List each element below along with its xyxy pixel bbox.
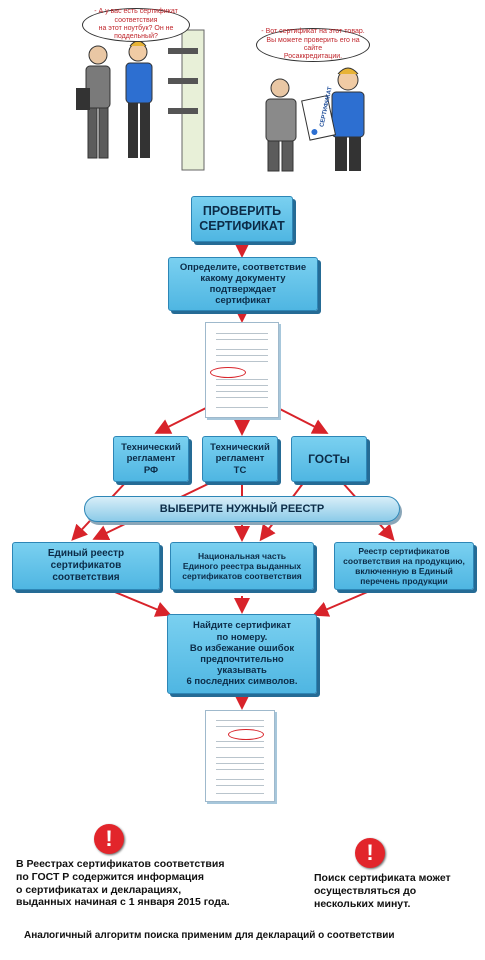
certificate-document-image: [205, 322, 279, 418]
warning-icon: !: [94, 824, 124, 854]
note-search-duration: Поиск сертификата может осуществляться д…: [314, 872, 451, 910]
note-registries-info: В Реестрах сертификатов соответствия по …: [16, 858, 230, 909]
certificate-number-highlight: [228, 729, 264, 740]
shop-scene-left: [76, 29, 205, 171]
warning-icon: !: [355, 838, 385, 868]
arrow-doc-to-gost: [271, 404, 329, 434]
arrow-products-to-find: [312, 589, 373, 617]
category-tr-rf: Технический регламент РФ: [113, 436, 189, 482]
illustration-left: [60, 0, 220, 180]
step-determine-document: Определите, соответствие какому документ…: [168, 257, 318, 311]
category-tr-ts: Технический регламент ТС: [202, 436, 278, 482]
arrow-doc-to-tr-rf: [154, 404, 213, 434]
registry-national: Национальная часть Единого реестра выдан…: [170, 542, 314, 590]
step-check-certificate: ПРОВЕРИТЬ СЕРТИФИКАТ: [191, 196, 293, 242]
certificate-number-highlight: [210, 367, 246, 378]
registry-unified: Единый реестр сертификатов соответствия: [12, 542, 160, 590]
step-find-certificate: Найдите сертификат по номеру. Во избежан…: [167, 614, 317, 694]
arrow-unified-to-find: [109, 589, 172, 617]
category-gost: ГОСТы: [291, 436, 367, 482]
registry-products: Реестр сертификатов соответствия на прод…: [334, 542, 474, 590]
speech-bubble-right: - Вот сертификат на этот товар. Вы может…: [256, 28, 370, 62]
illustration-right: [250, 0, 390, 180]
shop-scene-right: [265, 67, 365, 172]
footer-note: Аналогичный алгоритм поиска применим для…: [24, 930, 395, 941]
choose-registry-banner: ВЫБЕРИТЕ НУЖНЫЙ РЕЕСТР: [84, 496, 400, 522]
certificate-document-image-2: [205, 710, 275, 802]
speech-bubble-left: - А у вас есть сертификат соответствия н…: [82, 8, 190, 42]
